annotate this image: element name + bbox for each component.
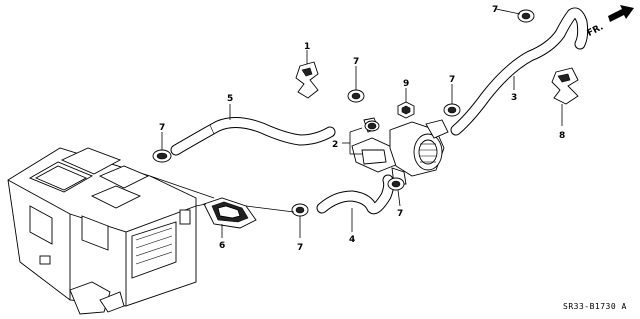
label-part-9: 9 bbox=[403, 79, 409, 89]
clamp-7 bbox=[364, 120, 380, 132]
bolt bbox=[397, 101, 415, 119]
clip-right bbox=[551, 67, 579, 105]
label-part-7a: 7 bbox=[159, 123, 165, 133]
label-part-5: 5 bbox=[227, 94, 233, 104]
clamp-2 bbox=[347, 89, 365, 103]
seal bbox=[203, 197, 257, 229]
label-part-6: 6 bbox=[219, 241, 225, 251]
label-part-1: 1 bbox=[304, 42, 310, 52]
label-part-7c: 7 bbox=[449, 75, 455, 85]
label-part-7b: 7 bbox=[353, 57, 359, 67]
clamp-6 bbox=[387, 177, 405, 191]
front-direction-arrow-icon bbox=[608, 5, 634, 22]
heater-unit bbox=[7, 147, 197, 315]
label-part-7d: 7 bbox=[492, 5, 498, 15]
label-part-7e: 7 bbox=[297, 243, 303, 253]
front-direction-label: FR. bbox=[586, 22, 605, 39]
clamp-4 bbox=[517, 9, 535, 23]
clamp-5 bbox=[291, 203, 309, 217]
label-part-3: 3 bbox=[511, 93, 517, 103]
drawing-code: SR33-B1730 A bbox=[563, 302, 627, 311]
clamp-3 bbox=[443, 103, 461, 117]
clamp-1 bbox=[152, 149, 172, 163]
leader-lines bbox=[149, 8, 563, 238]
label-part-4: 4 bbox=[349, 235, 355, 245]
label-part-7f: 7 bbox=[397, 209, 403, 219]
label-part-8: 8 bbox=[559, 131, 565, 141]
water-valve bbox=[351, 117, 449, 185]
clip-top bbox=[295, 61, 319, 99]
label-part-2: 2 bbox=[332, 140, 338, 150]
